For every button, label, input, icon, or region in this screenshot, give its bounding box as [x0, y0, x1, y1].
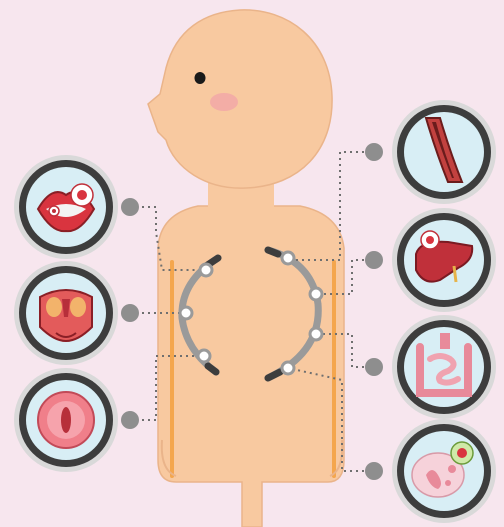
node-liver: [310, 288, 322, 300]
knob-liver: [365, 251, 383, 269]
knob-intestine: [365, 358, 383, 376]
blood-vessel-badge: [392, 100, 496, 204]
throat-badge: [14, 261, 118, 365]
knob-throat: [121, 304, 139, 322]
vagina-badge: [14, 368, 118, 472]
liver-badge: [392, 208, 496, 312]
knob-mouth: [121, 198, 139, 216]
node-intestine: [310, 328, 322, 340]
cheek: [210, 93, 238, 111]
vaginal-tissue-icon: [38, 392, 94, 448]
knob-blood-vessel: [365, 143, 383, 161]
throat-icon: [40, 290, 92, 341]
left-tube-bottom-cap: [208, 366, 216, 372]
knob-vagina: [121, 411, 139, 429]
torso: [158, 206, 344, 527]
node-throat: [180, 307, 192, 319]
skin-badge: [392, 419, 496, 523]
mouth-badge: [14, 155, 118, 259]
knob-skin: [365, 462, 383, 480]
node-skin: [282, 362, 294, 374]
human-body: [148, 10, 344, 527]
node-vagina: [198, 350, 210, 362]
right-tube-top-cap: [268, 250, 278, 254]
eye: [195, 72, 206, 84]
intestine-badge: [392, 315, 496, 419]
node-mouth: [200, 264, 212, 276]
node-blood-vessel: [282, 252, 294, 264]
